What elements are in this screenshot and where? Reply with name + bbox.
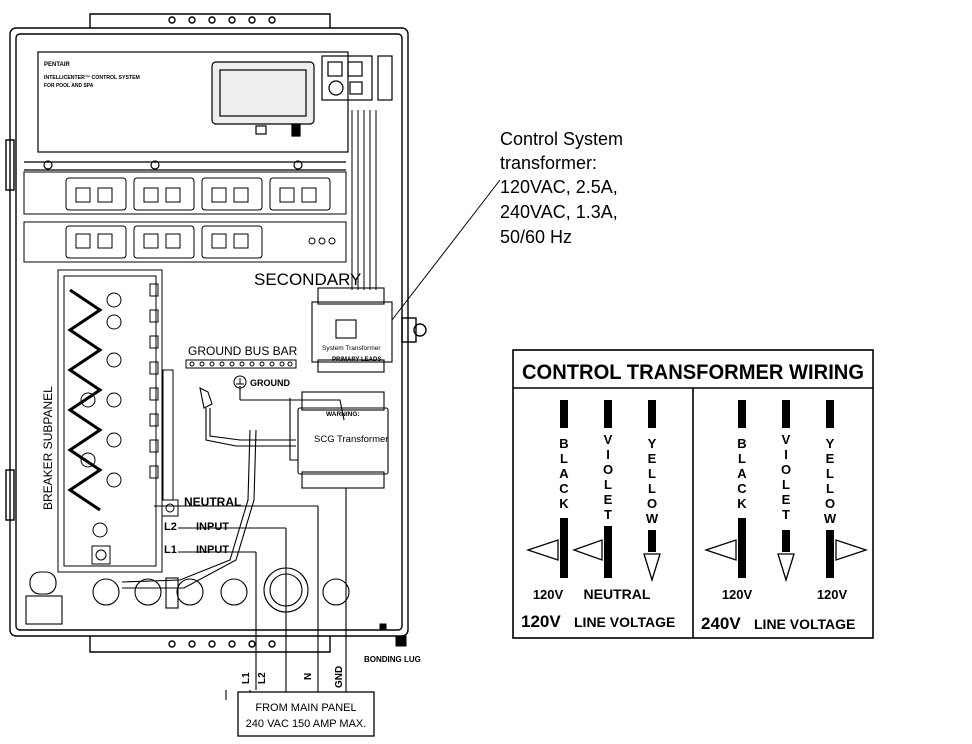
svg-text:A: A [737, 466, 747, 481]
field-wiring [121, 386, 347, 700]
wire-label-l1: L1 [241, 672, 252, 684]
ground-bus-bar-label: GROUND BUS BAR [188, 344, 298, 358]
ground-bus-bar [185, 359, 297, 389]
wire-nut-violet-right [777, 553, 795, 583]
left-footer-text: LINE VOLTAGE [574, 614, 675, 630]
callout-leader-line [391, 179, 501, 321]
knockouts [25, 567, 350, 625]
input-label-l2: INPUT [196, 521, 229, 533]
svg-text:K: K [559, 496, 569, 511]
svg-text:Y: Y [648, 436, 657, 451]
svg-text:L: L [826, 481, 834, 496]
svg-text:W: W [646, 511, 659, 526]
system-transformer-label: System Transformer [322, 345, 381, 352]
ground-label: GROUND [250, 378, 290, 388]
wire-nut-yellow-left [643, 553, 661, 583]
svg-text:transformer:: transformer: [500, 153, 597, 173]
svg-text:E: E [826, 451, 835, 466]
svg-text:E: E [604, 492, 613, 507]
svg-text:B: B [559, 436, 568, 451]
system-transformer [311, 287, 393, 373]
scg-transformer-label: SCG Transformer [314, 434, 388, 445]
breaker-subpanel-label: BREAKER SUBPANEL [41, 386, 55, 510]
brand-label: PENTAIR [44, 62, 71, 68]
svg-text:L: L [826, 466, 834, 481]
svg-text:E: E [782, 492, 791, 507]
l2-label: L2 [164, 521, 177, 533]
right-label-120v-a: 120V [722, 587, 753, 602]
svg-text:T: T [782, 507, 790, 522]
wiring-chart [512, 349, 874, 639]
left-label-neutral: NEUTRAL [584, 586, 651, 602]
svg-text:I: I [784, 447, 788, 462]
input-label-l1: INPUT [196, 544, 229, 556]
wire-nut-yellow-right [835, 539, 869, 561]
main-panel-box [237, 691, 375, 737]
svg-text:Control System: Control System [500, 129, 623, 149]
relay-bank [23, 110, 377, 290]
svg-text:L: L [782, 477, 790, 492]
wire-label-gnd: GND [334, 666, 345, 688]
wire-nut-black-left [525, 539, 559, 561]
bonding-lug-label: BONDING LUG [364, 655, 421, 664]
svg-text:C: C [737, 481, 747, 496]
wire-label-l2: L2 [257, 672, 268, 684]
svg-text:O: O [603, 462, 613, 477]
secondary-label: SECONDARY [254, 270, 361, 289]
bonding-lug [379, 623, 407, 647]
svg-text:I: I [606, 447, 610, 462]
svg-text:240VAC, 1.3A,: 240VAC, 1.3A, [500, 202, 618, 222]
svg-text:Y: Y [826, 436, 835, 451]
primary-leads-label: PRIMARY LEADS [332, 357, 381, 363]
svg-text:B: B [737, 436, 746, 451]
wiring-chart-title: CONTROL TRANSFORMER WIRING [522, 361, 864, 384]
svg-text:L: L [648, 466, 656, 481]
svg-text:A: A [559, 466, 569, 481]
svg-text:W: W [824, 511, 837, 526]
svg-text:120VAC, 2.5A,: 120VAC, 2.5A, [500, 177, 618, 197]
main-panel-line1: FROM MAIN PANEL [255, 702, 356, 714]
breaker-subpanel [57, 269, 179, 573]
controller-module [24, 51, 393, 171]
right-footer-text: LINE VOLTAGE [754, 616, 855, 632]
svg-text:L: L [648, 481, 656, 496]
violet-wire-top-left [604, 400, 612, 428]
svg-text:O: O [647, 496, 657, 511]
neutral-label: NEUTRAL [184, 495, 241, 509]
svg-text:O: O [781, 462, 791, 477]
product-label-2: FOR POOL AND SPA [44, 83, 94, 89]
l1-label: L1 [164, 544, 177, 556]
product-label-1: INTELLICENTER™ CONTROL SYSTEM [44, 75, 140, 81]
yellow-wire-top-left [648, 400, 656, 428]
wire-nut-violet-left [572, 539, 603, 561]
wire-nut-black-right [703, 539, 737, 561]
right-label-120v-b: 120V [817, 587, 848, 602]
main-panel-line2: 240 VAC 150 AMP MAX. [246, 718, 367, 730]
svg-text:L: L [604, 477, 612, 492]
black-wire-top-left [560, 400, 568, 428]
svg-text:E: E [648, 451, 657, 466]
enclosure [5, 13, 427, 653]
left-footer-voltage: 120V [521, 612, 561, 631]
svg-text:L: L [560, 451, 568, 466]
svg-text:V: V [782, 432, 791, 447]
left-label-120v: 120V [533, 587, 564, 602]
svg-text:T: T [604, 507, 612, 522]
svg-text:50/60 Hz: 50/60 Hz [500, 227, 572, 247]
svg-text:V: V [604, 432, 613, 447]
svg-text:O: O [825, 496, 835, 511]
svg-text:K: K [737, 496, 747, 511]
svg-text:C: C [559, 481, 569, 496]
right-footer-voltage: 240V [701, 614, 741, 633]
scg-transformer [289, 391, 389, 489]
callout-text: Control System transformer: 120VAC, 2.5A… [500, 129, 623, 247]
svg-text:L: L [738, 451, 746, 466]
wire-label-n: N [303, 673, 314, 680]
